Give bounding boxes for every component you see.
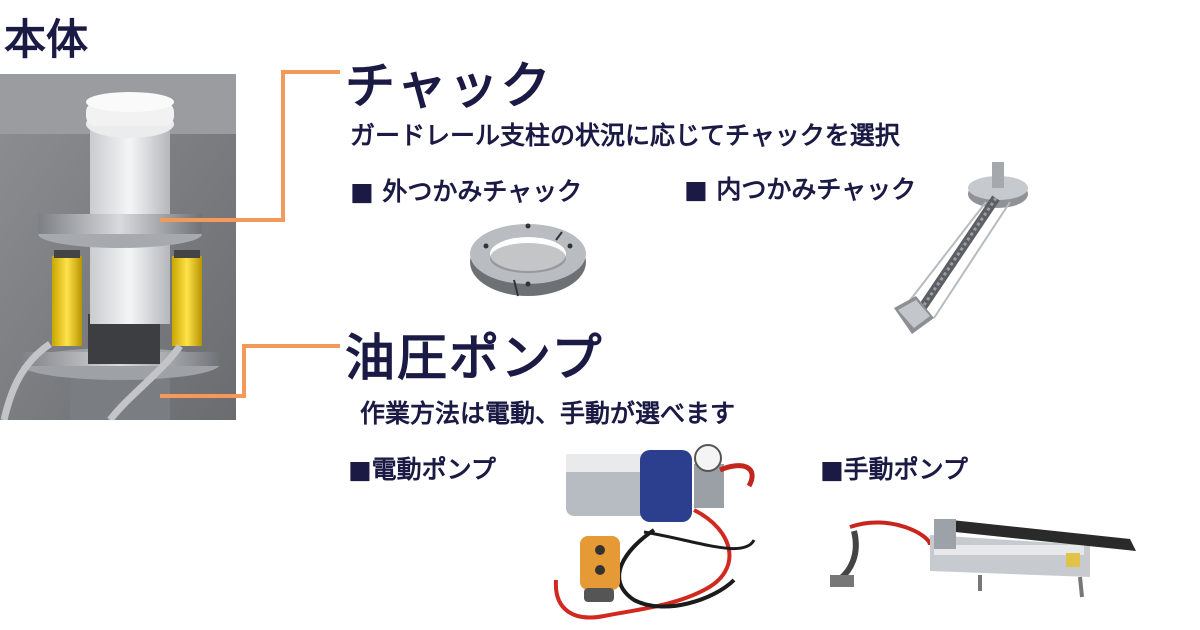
manual-pump-image (830, 505, 1150, 605)
inner-chuck-image (886, 158, 1042, 338)
manual-pump-label: ■手動ポンプ (820, 455, 968, 484)
electric-pump-label: ■電動ポンプ (348, 455, 496, 484)
inner-chuck-label: ■ 内つかみチャック (684, 175, 917, 204)
chuck-heading: チャック (345, 57, 553, 115)
electric-pump-image (544, 440, 774, 626)
chuck-connector-line (160, 70, 340, 222)
outer-chuck-label: ■ 外つかみチャック (350, 177, 583, 206)
chuck-description: ガードレール支柱の状況に応じてチャックを選択 (350, 121, 900, 150)
pump-connector-line (160, 344, 340, 398)
pump-heading: 油圧ポンプ (345, 329, 604, 387)
main-device-photo (0, 74, 236, 420)
main-title: 本体 (4, 15, 89, 64)
outer-chuck-image (466, 210, 590, 302)
pump-description: 作業方法は電動、手動が選べます (360, 399, 736, 428)
